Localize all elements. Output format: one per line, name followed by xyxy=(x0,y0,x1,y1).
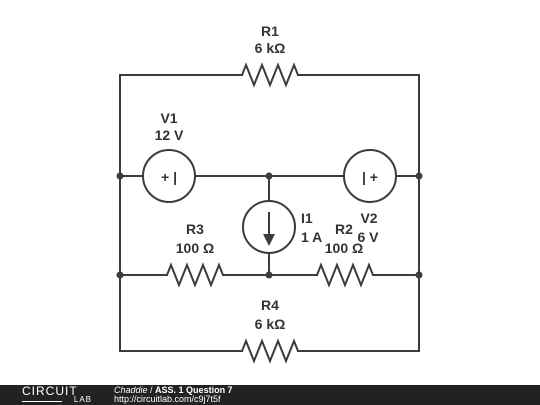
v1-label: V1 xyxy=(160,110,177,126)
logo-text-lab: LAB xyxy=(73,395,92,404)
r4-value: 6 kΩ xyxy=(255,316,286,332)
resistor-r3 xyxy=(166,262,224,288)
v2-symbol: | + xyxy=(362,169,378,185)
i1-value: 1 A xyxy=(301,229,322,245)
wire-top xyxy=(119,74,420,177)
junction-node xyxy=(265,271,273,279)
author-name[interactable]: Chaddie xyxy=(114,385,148,395)
r2-label: R2 xyxy=(335,221,353,237)
r3-value: 100 Ω xyxy=(176,240,214,256)
circuit-title[interactable]: ASS. 1 Question 7 xyxy=(155,385,233,395)
logo-wire-icon xyxy=(22,401,62,402)
meta-separator: / xyxy=(147,385,156,395)
circuitlab-logo: CIRCUIT LAB xyxy=(22,385,92,405)
current-source-i1 xyxy=(242,200,296,254)
v2-value: 6 V xyxy=(357,229,379,245)
voltage-source-v1 xyxy=(142,149,196,203)
v1-value: 12 V xyxy=(155,127,184,143)
junction-node xyxy=(116,172,124,180)
r1-label: R1 xyxy=(261,23,279,39)
v2-label: V2 xyxy=(360,210,377,226)
circuit-schematic: + | | + R1 6 kΩ V1 12 V I1 1 A V2 6 V R2… xyxy=(116,23,423,364)
logo-lower-row: LAB xyxy=(22,395,92,405)
junction-node xyxy=(415,172,423,180)
circuit-url[interactable]: http://circuitlab.com/c9j7t5f xyxy=(114,394,221,404)
resistor-r1 xyxy=(241,62,299,88)
r1-value: 6 kΩ xyxy=(255,40,286,56)
junction-node xyxy=(116,271,124,279)
i1-label: I1 xyxy=(301,210,313,226)
r3-label: R3 xyxy=(186,221,204,237)
circuit-meta: Chaddie / ASS. 1 Question 7 xyxy=(114,386,233,395)
v1-symbol: + | xyxy=(161,169,177,185)
resistor-r2 xyxy=(316,262,374,288)
footer-bar: CIRCUIT LAB Chaddie / ASS. 1 Question 7 … xyxy=(0,385,540,405)
logo-text-circuit: CIRCUIT xyxy=(22,384,78,398)
resistor-r4 xyxy=(241,338,299,364)
r4-label: R4 xyxy=(261,297,279,313)
junction-node xyxy=(265,172,273,180)
r2-value: 100 Ω xyxy=(325,240,363,256)
junction-node xyxy=(415,271,423,279)
voltage-source-v2 xyxy=(343,149,397,203)
